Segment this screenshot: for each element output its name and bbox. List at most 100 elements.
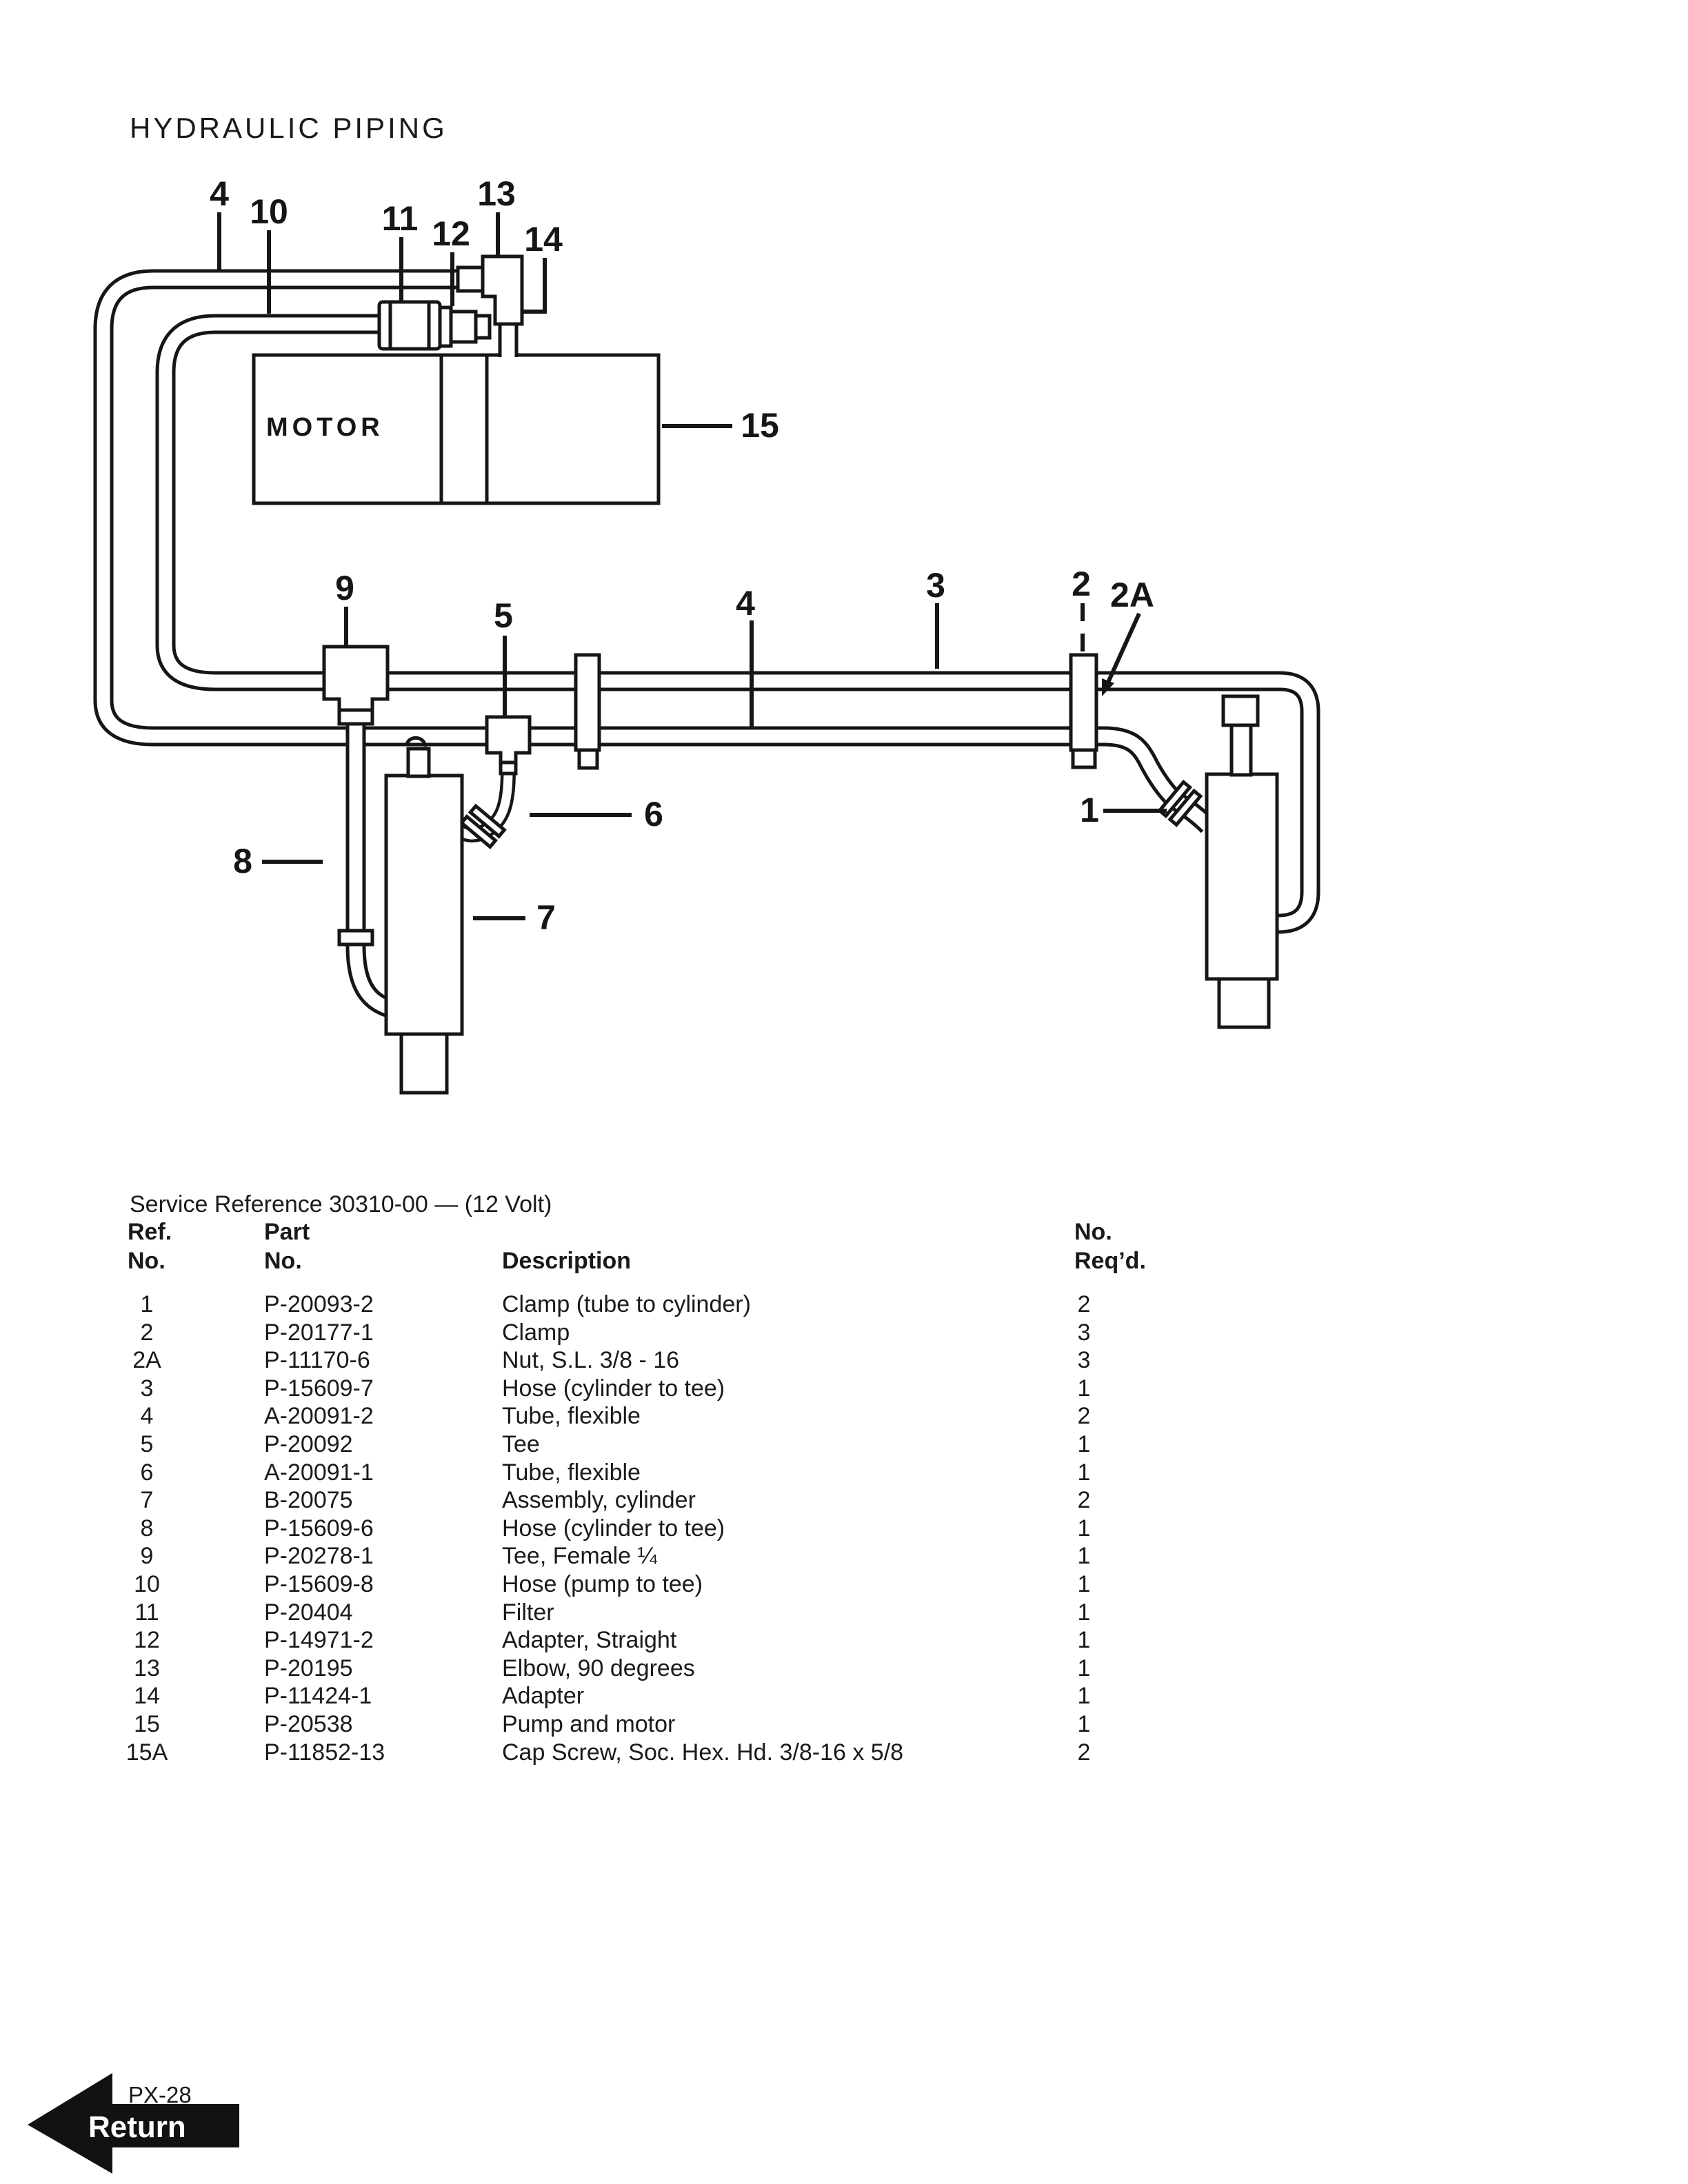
part-no-cell: P-20278-1: [264, 1543, 374, 1570]
description-cell: Hose (pump to tee): [502, 1570, 703, 1597]
part-no-cell: P-11170-6: [264, 1347, 370, 1374]
description-cell: Tee: [502, 1430, 540, 1457]
part-no-cell: A-20091-2: [264, 1403, 374, 1430]
part-no-cell: P-15609-8: [264, 1570, 374, 1597]
description-cell: Clamp: [502, 1319, 570, 1346]
description-cell: Adapter: [502, 1683, 585, 1710]
callout-3: 3: [926, 566, 945, 605]
callout-2: 2: [1072, 565, 1091, 603]
table-row: 6 A-20091-1 Tube, flexible 1: [0, 1459, 1688, 1488]
part-no-cell: P-14971-2: [264, 1627, 374, 1654]
ref-no-cell: 15: [134, 1710, 160, 1737]
description-cell: Tee, Female ¼: [502, 1543, 657, 1570]
req-qty-cell: 2: [1077, 1291, 1091, 1317]
table-row: 3 P-15609-7 Hose (cylinder to tee) 1: [0, 1375, 1688, 1404]
table-row: 15A P-11852-13 Cap Screw, Soc. Hex. Hd. …: [0, 1739, 1688, 1768]
description-cell: Hose (cylinder to tee): [502, 1515, 725, 1541]
table-row: 11 P-20404 Filter 1: [0, 1599, 1688, 1628]
ref-no-cell: 1: [140, 1291, 154, 1317]
header-req-line1: No.: [1074, 1219, 1112, 1245]
return-button-label[interactable]: Return: [88, 2110, 186, 2144]
description-cell: Nut, S.L. 3/8 - 16: [502, 1347, 680, 1374]
callout-6: 6: [644, 795, 663, 833]
return-button[interactable]: Return: [28, 2073, 239, 2174]
table-row: 10 P-15609-8 Hose (pump to tee) 1: [0, 1571, 1688, 1599]
ref-no-cell: 15A: [125, 1739, 168, 1766]
req-qty-cell: 2: [1077, 1739, 1091, 1766]
part-no-cell: A-20091-1: [264, 1459, 374, 1486]
description-cell: Tube, flexible: [502, 1459, 641, 1486]
req-qty-cell: 3: [1077, 1319, 1091, 1346]
clamp-2-right: [1069, 653, 1098, 769]
part-no-cell: P-20177-1: [264, 1319, 374, 1346]
ref-no-cell: 5: [140, 1430, 154, 1457]
adapter-straight-12: [438, 305, 492, 348]
cylinder-assembly-left: [384, 736, 464, 1095]
ref-no-cell: 8: [140, 1515, 154, 1541]
clamp-2-left: [574, 653, 601, 770]
req-qty-cell: 1: [1077, 1375, 1091, 1402]
page-title: HYDRAULIC PIPING: [130, 112, 448, 144]
callout-5: 5: [494, 596, 513, 635]
motor-label: MOTOR: [266, 413, 384, 442]
table-row: 4 A-20091-2 Tube, flexible 2: [0, 1403, 1688, 1431]
req-qty-cell: 1: [1077, 1710, 1091, 1737]
page-code: PX-28: [128, 2082, 192, 2107]
ref-no-cell: 2: [140, 1319, 154, 1346]
table-row: 13 P-20195 Elbow, 90 degrees 1: [0, 1655, 1688, 1684]
header-part-line2: No.: [264, 1248, 302, 1274]
callout-12: 12: [432, 214, 470, 253]
pump-and-motor-box: MOTOR: [252, 353, 661, 505]
header-description: Description: [502, 1248, 632, 1274]
callout-8: 8: [233, 842, 252, 880]
part-no-cell: P-11424-1: [264, 1683, 372, 1710]
cylinder-assembly-right: [1205, 694, 1279, 1029]
req-qty-cell: 1: [1077, 1570, 1091, 1597]
table-row: 1 P-20093-2 Clamp (tube to cylinder) 2: [0, 1291, 1688, 1320]
req-qty-cell: 1: [1077, 1543, 1091, 1570]
description-cell: Adapter, Straight: [502, 1627, 677, 1654]
req-qty-cell: 1: [1077, 1599, 1091, 1626]
ref-no-cell: 7: [140, 1487, 154, 1514]
part-no-cell: P-20538: [264, 1710, 353, 1737]
parts-table: 1 P-20093-2 Clamp (tube to cylinder) 2 2…: [0, 1291, 1688, 1767]
ref-no-cell: 10: [134, 1570, 160, 1597]
leader-lines: [217, 212, 1167, 920]
part-no-cell: P-15609-6: [264, 1515, 374, 1541]
part-no-cell: P-11852-13: [264, 1739, 385, 1766]
clamp-1-left: [459, 803, 507, 849]
ref-no-cell: 2A: [132, 1347, 161, 1374]
callout-4-top: 4: [210, 174, 229, 213]
header-req-line2: Req’d.: [1074, 1248, 1146, 1274]
ref-no-cell: 3: [140, 1375, 154, 1402]
part-no-cell: P-20092: [264, 1430, 353, 1457]
ref-no-cell: 14: [134, 1683, 160, 1710]
callout-2A: 2A: [1110, 576, 1154, 614]
ref-no-cell: 4: [140, 1403, 154, 1430]
table-row: 15 P-20538 Pump and motor 1: [0, 1711, 1688, 1739]
callout-4-mid: 4: [736, 584, 755, 623]
tube-6-flexible: [453, 770, 516, 842]
table-row: 14 P-11424-1 Adapter 1: [0, 1683, 1688, 1711]
tee-5: [485, 715, 532, 776]
adapter-14-connector: [456, 265, 485, 293]
req-qty-cell: 2: [1077, 1487, 1091, 1514]
return-arrow-icon[interactable]: [28, 2073, 239, 2174]
header-part-line1: Part: [264, 1219, 310, 1245]
elbow-90-degrees-13: [481, 254, 524, 326]
description-cell: Assembly, cylinder: [502, 1487, 696, 1514]
callout-7: 7: [536, 898, 556, 937]
ref-no-cell: 12: [134, 1627, 160, 1654]
req-qty-cell: 1: [1077, 1515, 1091, 1541]
table-row: 9 P-20278-1 Tee, Female ¼ 1: [0, 1543, 1688, 1571]
description-cell: Clamp (tube to cylinder): [502, 1291, 751, 1317]
description-cell: Tube, flexible: [502, 1403, 641, 1430]
header-ref-line2: No.: [128, 1248, 165, 1274]
header-ref-line1: Ref.: [128, 1219, 172, 1245]
callout-9: 9: [335, 569, 354, 607]
ref-no-cell: 13: [134, 1655, 160, 1681]
ref-no-cell: 6: [140, 1459, 154, 1486]
hose-pump-to-tee-path: [155, 314, 1320, 934]
ref-no-cell: 9: [140, 1543, 154, 1570]
